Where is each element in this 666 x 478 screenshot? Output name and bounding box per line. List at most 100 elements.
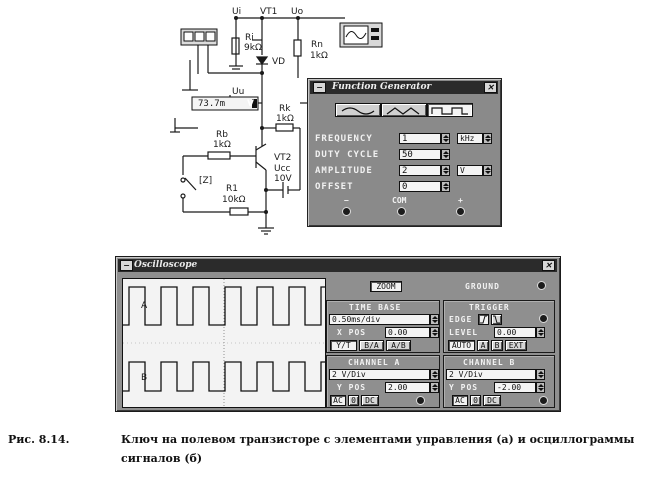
time-base-group (326, 300, 440, 353)
channel-b-ypos-label: Y POS (449, 383, 479, 392)
function-generator-titlebar[interactable]: − Function Generator ✕ (310, 81, 498, 94)
label-ucc: Ucc (274, 164, 291, 174)
trigger-terminal[interactable] (539, 314, 548, 323)
level-spinner[interactable] (536, 327, 545, 338)
close-icon[interactable]: ✕ (484, 82, 497, 93)
oscilloscope-title: Oscilloscope (134, 260, 198, 270)
frequency-unit-spinner[interactable] (483, 133, 492, 144)
trigger-ext-button[interactable]: EXT (505, 340, 527, 351)
minus-terminal[interactable] (342, 207, 351, 216)
channel-b-ac-button[interactable]: AC (452, 395, 468, 406)
square-wave-button[interactable] (427, 103, 473, 117)
trigger-group (443, 300, 555, 353)
oscilloscope-titlebar[interactable]: − Oscilloscope ✕ (118, 259, 557, 272)
time-base-input[interactable]: 0.50ms/div (329, 314, 430, 325)
x-pos-spinner[interactable] (430, 327, 439, 338)
channel-b-ypos-input[interactable]: -2.00 (494, 382, 536, 393)
frequency-unit-select[interactable]: kHz (457, 133, 483, 144)
amplitude-unit-spinner[interactable] (483, 165, 492, 176)
label-ri: Ri (245, 33, 254, 43)
x-pos-label: X POS (337, 328, 367, 337)
caption-text: Ключ на полевом транзисторе с элементами… (121, 433, 635, 465)
rising-edge-button[interactable] (478, 314, 489, 325)
plus-terminal[interactable] (456, 207, 465, 216)
time-base-spinner[interactable] (430, 314, 439, 325)
channel-a-ypos-spinner[interactable] (430, 382, 439, 393)
channel-b-dc-button[interactable]: DC (483, 395, 501, 406)
channel-a-scale-spinner[interactable] (430, 369, 439, 380)
channel-b-ypos-spinner[interactable] (536, 382, 545, 393)
x-pos-input[interactable]: 0.00 (385, 327, 430, 338)
trigger-a-button[interactable]: A (477, 340, 489, 351)
function-generator-window: − Function Generator ✕ FREQUENCY 1 kHz D… (307, 78, 502, 227)
sine-wave-button[interactable] (335, 103, 381, 117)
zoom-button[interactable]: ZOOM (370, 281, 402, 292)
triangle-wave-icon (386, 107, 420, 115)
ab-mode-button[interactable]: A/B (386, 340, 411, 351)
duty-cycle-input[interactable]: 50 (399, 149, 441, 160)
frequency-input[interactable]: 1 (399, 133, 441, 144)
time-base-title: TIME BASE (349, 303, 402, 312)
channel-b-scale-spinner[interactable] (536, 369, 545, 380)
voltmeter-display (191, 96, 259, 111)
oscilloscope-traces (123, 279, 325, 407)
function-generator-title: Function Generator (332, 82, 432, 92)
amplitude-unit-select[interactable]: V (457, 165, 483, 176)
triangle-wave-button[interactable] (381, 103, 427, 117)
trace-channel-b (123, 361, 325, 392)
window-menu-icon[interactable]: − (313, 82, 326, 93)
yt-mode-button[interactable]: Y/T (330, 340, 357, 351)
oscilloscope-symbol-icon (339, 22, 383, 48)
label-r1: R1 (226, 184, 238, 194)
oscilloscope-window: − Oscilloscope ✕ A B ZOOM GROUND TIME BA… (115, 256, 561, 412)
channel-b-title: CHANNEL B (463, 358, 516, 367)
voltmeter-unit: V (247, 99, 254, 109)
com-terminal[interactable] (397, 207, 406, 216)
channel-b-scale-input[interactable]: 2 V/Div (446, 369, 536, 380)
square-wave-icon (431, 107, 468, 115)
level-label: LEVEL (449, 328, 479, 337)
duty-cycle-spinner[interactable] (441, 149, 450, 160)
falling-edge-icon (493, 315, 500, 324)
label-vt2: VT2 (274, 153, 292, 163)
channel-a-dc-button[interactable]: DC (361, 395, 379, 406)
label-rk: Rk (279, 104, 291, 114)
label-uu: Uu (232, 87, 245, 97)
channel-a-group (326, 355, 440, 408)
label-vd: VD (272, 57, 286, 67)
trace-label-a: A (141, 301, 148, 311)
channel-b-group (443, 355, 555, 408)
level-input[interactable]: 0.00 (494, 327, 536, 338)
offset-input[interactable]: 0 (399, 181, 441, 192)
ground-terminal[interactable] (537, 281, 546, 290)
amplitude-input[interactable]: 2 (399, 165, 441, 176)
channel-a-scale-input[interactable]: 2 V/Div (329, 369, 430, 380)
amplitude-spinner[interactable] (441, 165, 450, 176)
channel-a-zero-button[interactable]: 0 (348, 395, 359, 406)
channel-b-zero-button[interactable]: 0 (470, 395, 481, 406)
channel-a-ypos-input[interactable]: 2.00 (385, 382, 430, 393)
label-ucc-value: 10V (274, 174, 292, 184)
trigger-auto-button[interactable]: AUTO (448, 340, 475, 351)
ba-mode-button[interactable]: B/A (359, 340, 384, 351)
window-menu-icon[interactable]: − (120, 260, 133, 271)
label-rb-value: 1kΩ (213, 140, 231, 150)
close-icon[interactable]: ✕ (542, 260, 555, 271)
trigger-b-button[interactable]: B (491, 340, 503, 351)
plus-terminal-label: + (458, 196, 463, 205)
minus-terminal-label: − (344, 196, 349, 205)
trace-channel-a (123, 286, 325, 326)
offset-spinner[interactable] (441, 181, 450, 192)
meter-icon (180, 28, 218, 46)
channel-a-ac-button[interactable]: AC (330, 395, 346, 406)
label-ri-value: 9kΩ (244, 43, 262, 53)
label-rn-value: 1kΩ (310, 51, 328, 61)
channel-a-terminal[interactable] (416, 396, 425, 405)
frequency-spinner[interactable] (441, 133, 450, 144)
falling-edge-button[interactable] (491, 314, 502, 325)
label-rn: Rn (311, 40, 323, 50)
offset-label: OFFSET (315, 182, 354, 192)
label-uo: Uo (291, 7, 304, 17)
frequency-label: FREQUENCY (315, 134, 373, 144)
channel-b-terminal[interactable] (539, 396, 548, 405)
